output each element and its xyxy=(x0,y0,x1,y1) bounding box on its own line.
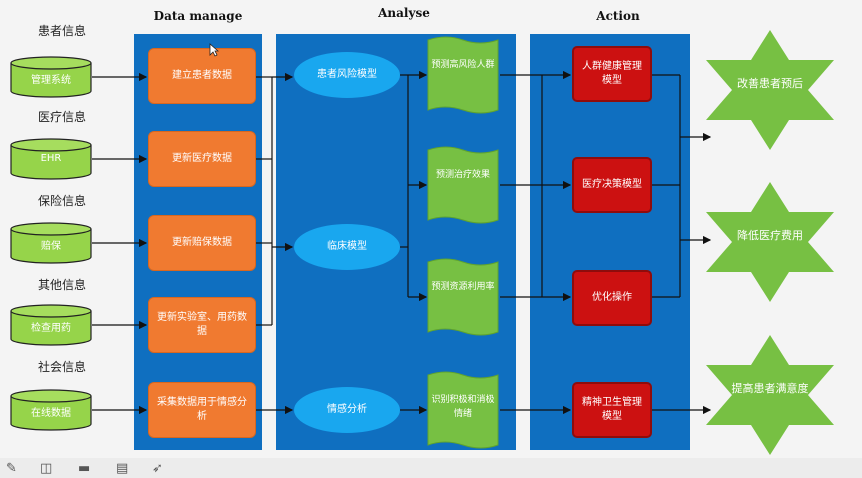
database-claims: 赔保 xyxy=(10,222,92,264)
database-management-system: 管理系统 xyxy=(10,56,92,98)
database-label: 管理系统 xyxy=(31,75,71,86)
database-ehr: EHR xyxy=(10,138,92,180)
source-label-social: 社会信息 xyxy=(38,360,87,374)
outcome-label: 提高患者满意度 xyxy=(731,382,809,395)
data-step-update-medical: 更新医疗数据 xyxy=(148,131,256,187)
caption-icon[interactable]: ▤ xyxy=(116,461,129,476)
outcome-label: 改善患者预后 xyxy=(737,77,803,90)
data-step-sentiment-collect: 采集数据用于情感分析 xyxy=(148,382,256,438)
source-label-other: 其他信息 xyxy=(38,278,87,292)
database-label: 赔保 xyxy=(41,241,61,252)
database-label: EHR xyxy=(40,153,62,164)
source-label-insurance: 保险信息 xyxy=(38,194,87,208)
model-clinical: 临床模型 xyxy=(294,224,400,270)
action-optimize-operations: 优化操作 xyxy=(572,270,652,326)
source-label-medical: 医疗信息 xyxy=(38,110,87,124)
camera-icon[interactable]: ◫ xyxy=(40,461,53,476)
prediction-resource: 预测资源利用率 xyxy=(426,258,500,338)
action-population-health: 人群健康管理模型 xyxy=(572,46,652,102)
database-tests-medication: 检查用药 xyxy=(10,304,92,346)
pen-icon[interactable]: ✎ xyxy=(6,461,17,476)
model-patient-risk: 患者风险模型 xyxy=(294,52,400,98)
prediction-label: 预测高风险人群 xyxy=(431,60,495,70)
action-title: Action xyxy=(596,9,640,23)
presentation-toolbar: ✎ ◫ ▬ ▤ ➶ xyxy=(0,458,862,478)
action-medical-decision: 医疗决策模型 xyxy=(572,157,652,213)
prediction-treatment: 预测治疗效果 xyxy=(426,146,500,226)
prediction-label: 预测治疗效果 xyxy=(435,170,490,180)
data-step-update-claims: 更新赔保数据 xyxy=(148,215,256,271)
data-manage-title: Data manage xyxy=(153,9,243,23)
prediction-emotion: 识别积极和消极情绪 xyxy=(426,371,500,451)
action-panel xyxy=(530,34,690,450)
database-label: 在线数据 xyxy=(31,408,71,419)
outcome-label: 降低医疗费用 xyxy=(737,229,803,242)
prediction-label: 预测资源利用率 xyxy=(431,282,495,292)
prediction-high-risk: 预测高风险人群 xyxy=(426,36,500,116)
data-step-update-lab: 更新实验室、用药数据 xyxy=(148,297,256,353)
model-sentiment: 情感分析 xyxy=(294,387,400,433)
data-step-create-patient: 建立患者数据 xyxy=(148,48,256,104)
source-label-patient: 患者信息 xyxy=(38,24,87,38)
database-online-data: 在线数据 xyxy=(10,389,92,431)
action-mental-health: 精神卫生管理模型 xyxy=(572,382,652,438)
prediction-label: 识别积极和消极情绪 xyxy=(431,395,495,419)
database-label: 检查用药 xyxy=(31,323,71,334)
video-icon[interactable]: ▬ xyxy=(78,461,91,476)
mouse-pointer-icon xyxy=(209,43,219,57)
analyse-title: Analyse xyxy=(378,6,430,20)
pointer-icon[interactable]: ➶ xyxy=(152,461,163,476)
outcome-reduce-cost: 降低医疗费用 xyxy=(706,182,834,302)
outcome-improve-satisfaction: 提高患者满意度 xyxy=(706,335,834,455)
outcome-improve-prognosis: 改善患者预后 xyxy=(706,30,834,150)
